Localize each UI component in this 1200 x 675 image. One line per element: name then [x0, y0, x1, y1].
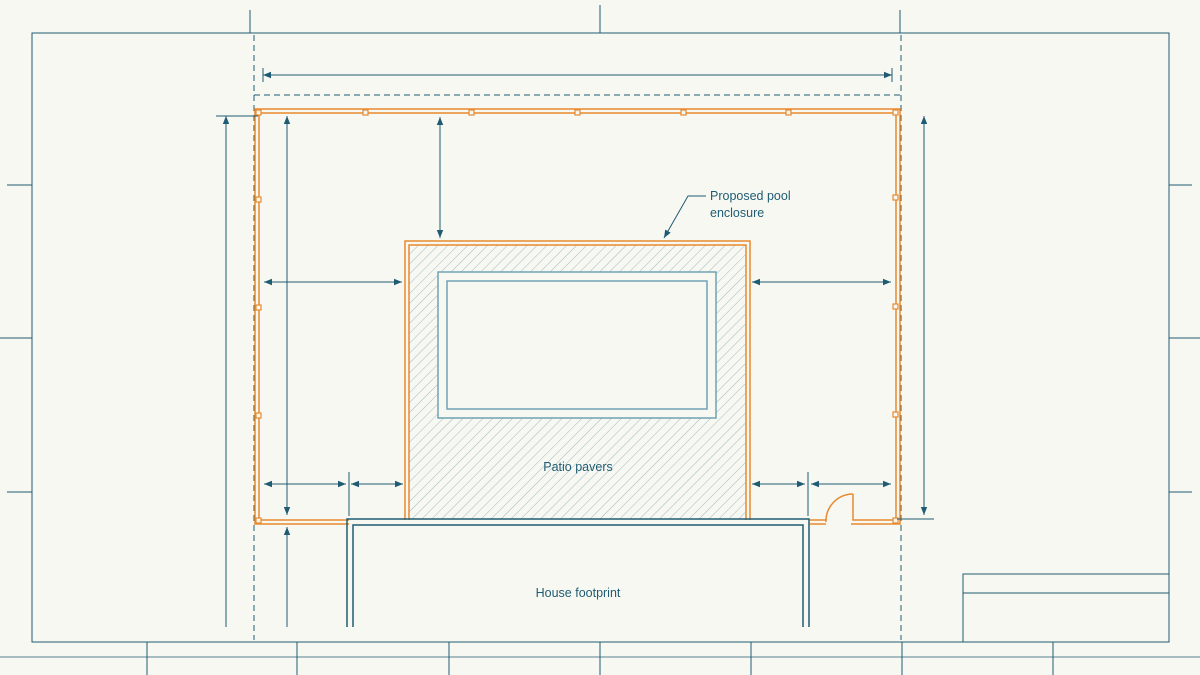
sheet-border [0, 5, 1200, 675]
dimension-lines [216, 68, 934, 627]
pool-enclosure [404, 240, 751, 520]
label-house-footprint: House footprint [536, 586, 621, 600]
enclosure-leader [663, 195, 706, 239]
title-block [962, 573, 1170, 643]
label-enclosure-line1: Proposed pool [710, 189, 791, 203]
label-enclosure-line2: enclosure [710, 206, 764, 220]
label-patio-pavers: Patio pavers [543, 460, 612, 474]
pool [437, 271, 717, 419]
house-footprint [346, 518, 810, 627]
property-lines [253, 35, 902, 640]
perimeter-fence [254, 108, 901, 525]
